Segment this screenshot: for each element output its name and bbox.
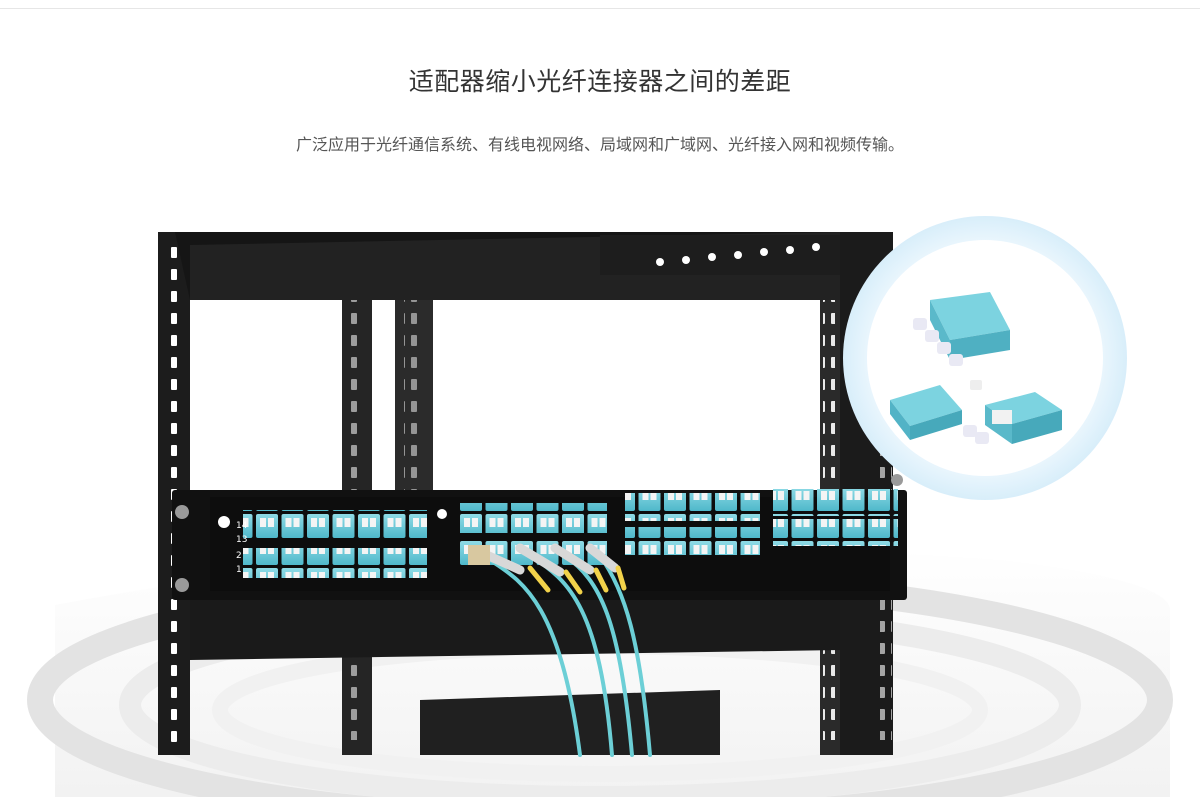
adapter-module (625, 493, 760, 555)
simplex-lc-adapter (890, 380, 982, 440)
adapter-zoom-callout (843, 216, 1127, 500)
adapter-module (218, 510, 427, 578)
port-label: 13 (236, 535, 247, 545)
fiber-patch-cables (468, 543, 652, 757)
port-label: 1 (236, 565, 242, 575)
section-subtitle: 广泛应用于光纤通信系统、有线电视网络、局域网和广域网、光纤接入网和视频传输。 (295, 135, 904, 154)
top-divider (0, 8, 1200, 9)
patch-panel: 14 13 2 1 (172, 474, 907, 600)
adapter-module (773, 489, 898, 546)
quad-lc-adapter (913, 292, 1010, 366)
duplex-lc-adapter (963, 392, 1062, 444)
section-title: 适配器缩小光纤连接器之间的差距 (408, 67, 792, 96)
port-label: 14 (236, 521, 248, 531)
port-label: 2 (236, 551, 242, 561)
